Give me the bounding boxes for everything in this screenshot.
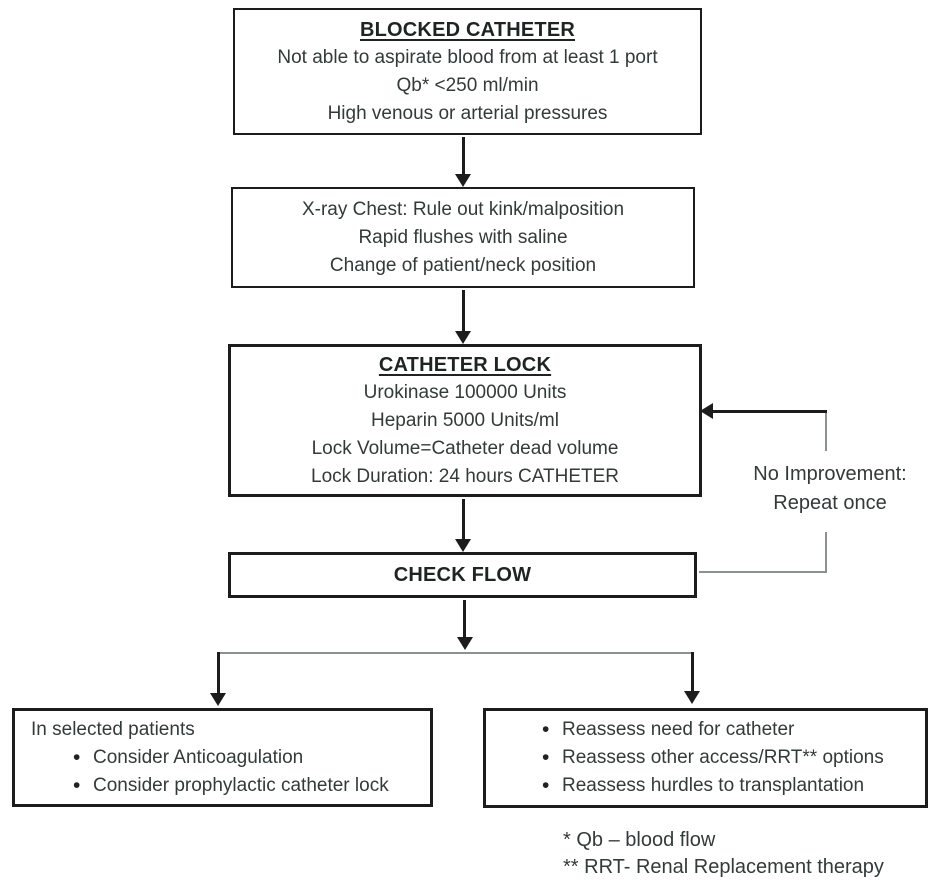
footnotes: * Qb – blood flow ** RRT- Renal Replacem… [563, 827, 884, 881]
catheter-lock-box: CATHETER LOCK Urokinase 100000 Units Hep… [228, 344, 702, 497]
selected-patients-intro: In selected patients [31, 718, 195, 740]
footnote-rrt: ** RRT- Renal Replacement therapy [563, 856, 884, 878]
arrow-lock-to-checkflow-head [455, 539, 471, 552]
arrow-checkflow-down-head [457, 637, 473, 650]
loop-label: No Improvement: Repeat once [730, 460, 930, 518]
selected-patients-box: In selected patients Consider Anticoagul… [12, 708, 433, 807]
arrow-xray-to-lock-head [455, 331, 471, 344]
catheter-lock-line: Lock Volume=Catheter dead volume [311, 437, 619, 459]
footnote-qb: * Qb – blood flow [563, 829, 716, 851]
blocked-catheter-box: BLOCKED CATHETER Not able to aspirate bl… [233, 8, 702, 135]
arrow-blocked-to-xray-line [462, 137, 465, 175]
loop-label-line2: Repeat once [773, 492, 887, 514]
xray-line: Change of patient/neck position [329, 254, 597, 276]
xray-line: X-ray Chest: Rule out kink/malposition [301, 198, 625, 220]
catheter-lock-line: Lock Duration: 24 hours CATHETER [311, 465, 619, 487]
reassess-bullet: Reassess need for catheter [538, 716, 794, 744]
blocked-catheter-line: Not able to aspirate blood from at least… [277, 46, 658, 68]
arrow-xray-to-lock-line [462, 290, 465, 332]
reassess-bullet: Reassess hurdles to transplantation [538, 772, 864, 800]
catheter-lock-line: Heparin 5000 Units/ml [371, 409, 559, 431]
selected-patients-bullet: Consider prophylactic catheter lock [69, 772, 389, 800]
catheter-lock-title: CATHETER LOCK [378, 353, 552, 376]
blocked-catheter-line: Qb* <250 ml/min [396, 74, 539, 96]
xray-box: X-ray Chest: Rule out kink/malposition R… [231, 187, 695, 288]
arrow-blocked-to-xray-head [455, 174, 471, 187]
branch-right-line [691, 652, 694, 692]
blocked-catheter-line: High venous or arterial pressures [327, 102, 608, 124]
catheter-lock-line: Urokinase 100000 Units [363, 381, 567, 403]
xray-line: Rapid flushes with saline [358, 226, 568, 248]
arrow-lock-to-checkflow-line [462, 499, 465, 540]
loop-top-line [712, 410, 827, 413]
branch-left-head [210, 693, 226, 706]
check-flow-box: CHECK FLOW [228, 552, 697, 598]
branch-horizontal-line [218, 652, 693, 654]
loop-label-line1: No Improvement: [753, 463, 907, 485]
check-flow-title: CHECK FLOW [393, 564, 532, 586]
loop-arrow-head [700, 403, 713, 419]
reassess-box: Reassess need for catheter Reassess othe… [483, 708, 928, 808]
loop-bottom-line [699, 571, 827, 573]
branch-right-head [684, 691, 700, 704]
loop-upper-vertical-line [825, 412, 827, 451]
loop-lower-vertical-line [825, 532, 827, 573]
blocked-catheter-title: BLOCKED CATHETER [359, 18, 576, 41]
arrow-checkflow-down-line [463, 600, 466, 638]
branch-left-line [217, 652, 220, 694]
reassess-bullet: Reassess other access/RRT** options [538, 744, 884, 772]
selected-patients-bullet: Consider Anticoagulation [69, 744, 303, 772]
